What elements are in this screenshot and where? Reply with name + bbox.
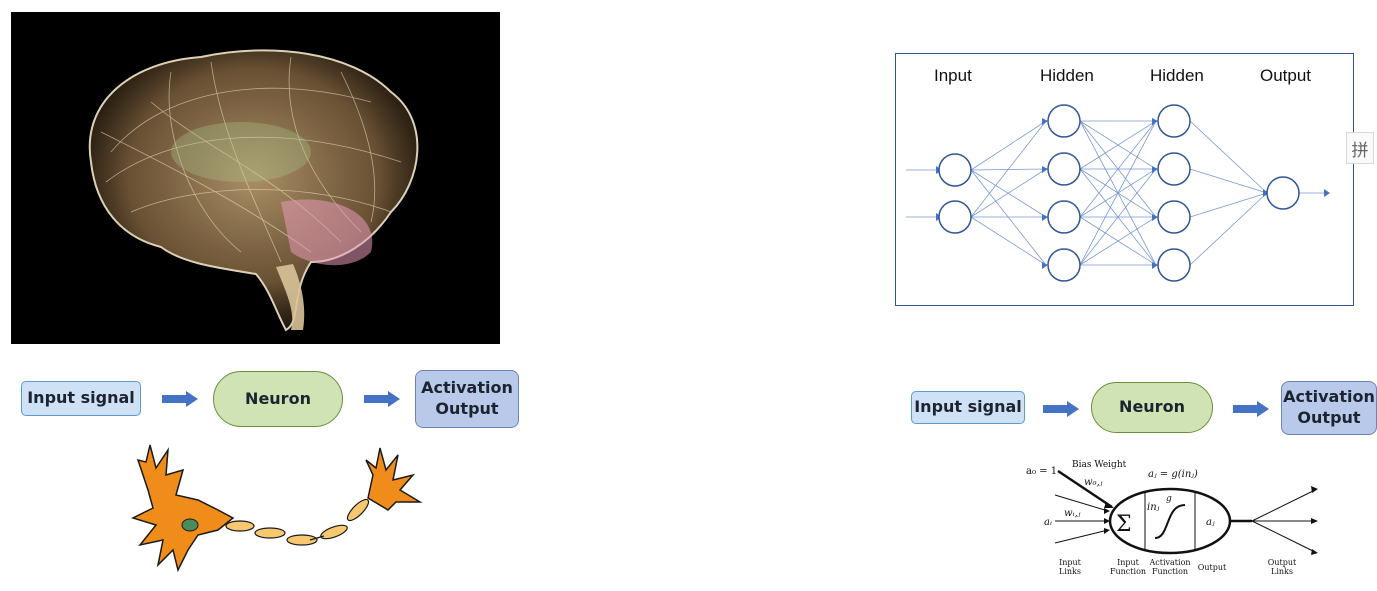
- input-links-label-2: Links: [1059, 567, 1081, 576]
- arrow-right-icon: [1043, 401, 1079, 417]
- activation-output-box-left: Activation Output: [415, 370, 519, 428]
- artificial-neuron-unit-diagram: a₀ = 1 Bias Weight w₀,ⱼ aⱼ = g(inⱼ) wᵢ,ⱼ…: [1026, 460, 1318, 576]
- arrow-right-icon: [162, 391, 198, 407]
- aj-label: aⱼ: [1206, 517, 1215, 528]
- side-toolbar-button[interactable]: 拼: [1346, 132, 1374, 164]
- output-links-label-1: Output: [1268, 558, 1297, 567]
- activation-label: Activation: [1283, 387, 1375, 407]
- layer-label-hidden-1: Hidden: [1040, 66, 1094, 85]
- arrow-right-icon: [1233, 401, 1269, 417]
- layer-label-input: Input: [934, 66, 972, 85]
- output-label: Output: [435, 399, 499, 418]
- input-signal-label: Input signal: [914, 397, 1022, 417]
- a0-label: a₀ = 1: [1026, 466, 1057, 477]
- input-signal-box-right: Input signal: [911, 391, 1025, 424]
- neural-network-diagram: Input Hidden Hidden Output: [895, 53, 1354, 306]
- sum-symbol: Σ: [1116, 512, 1132, 537]
- neuron-label: Neuron: [1119, 397, 1185, 417]
- inj-label: inⱼ: [1147, 502, 1160, 513]
- side-glyph-label: 拼: [1351, 140, 1369, 160]
- arrow-right-icon: [364, 391, 400, 407]
- g-label: g: [1166, 494, 1172, 504]
- ai-label: aᵢ: [1044, 517, 1052, 528]
- activation-output-box-right: Activation Output: [1281, 381, 1377, 435]
- activation-equation: aⱼ = g(inⱼ): [1148, 469, 1198, 480]
- output-label: Output: [1297, 408, 1361, 427]
- neuron-box-left: Neuron: [213, 371, 343, 427]
- input-signal-label: Input signal: [27, 388, 135, 408]
- input-function-label-1: Input: [1117, 558, 1140, 567]
- input-function-label-2: Function: [1110, 567, 1146, 576]
- output-label-unit: Output: [1198, 563, 1227, 572]
- bias-weight-label: Bias Weight: [1072, 460, 1127, 470]
- input-links-label-1: Input: [1059, 558, 1082, 567]
- input-signal-box-left: Input signal: [21, 381, 141, 416]
- neuron-box-right: Neuron: [1091, 382, 1213, 433]
- activation-function-label-1: Activation: [1148, 558, 1190, 567]
- w0j-label: w₀,ⱼ: [1084, 477, 1103, 488]
- activation-label: Activation: [421, 378, 513, 398]
- biological-neuron-illustration: [130, 444, 423, 573]
- brain-image: [11, 12, 500, 344]
- neuron-label: Neuron: [245, 388, 311, 408]
- layer-label-hidden-2: Hidden: [1150, 66, 1204, 85]
- wij-label: wᵢ,ⱼ: [1064, 508, 1081, 519]
- activation-function-label-2: Function: [1152, 567, 1188, 576]
- output-links-label-2: Links: [1271, 567, 1293, 576]
- layer-label-output: Output: [1260, 66, 1312, 85]
